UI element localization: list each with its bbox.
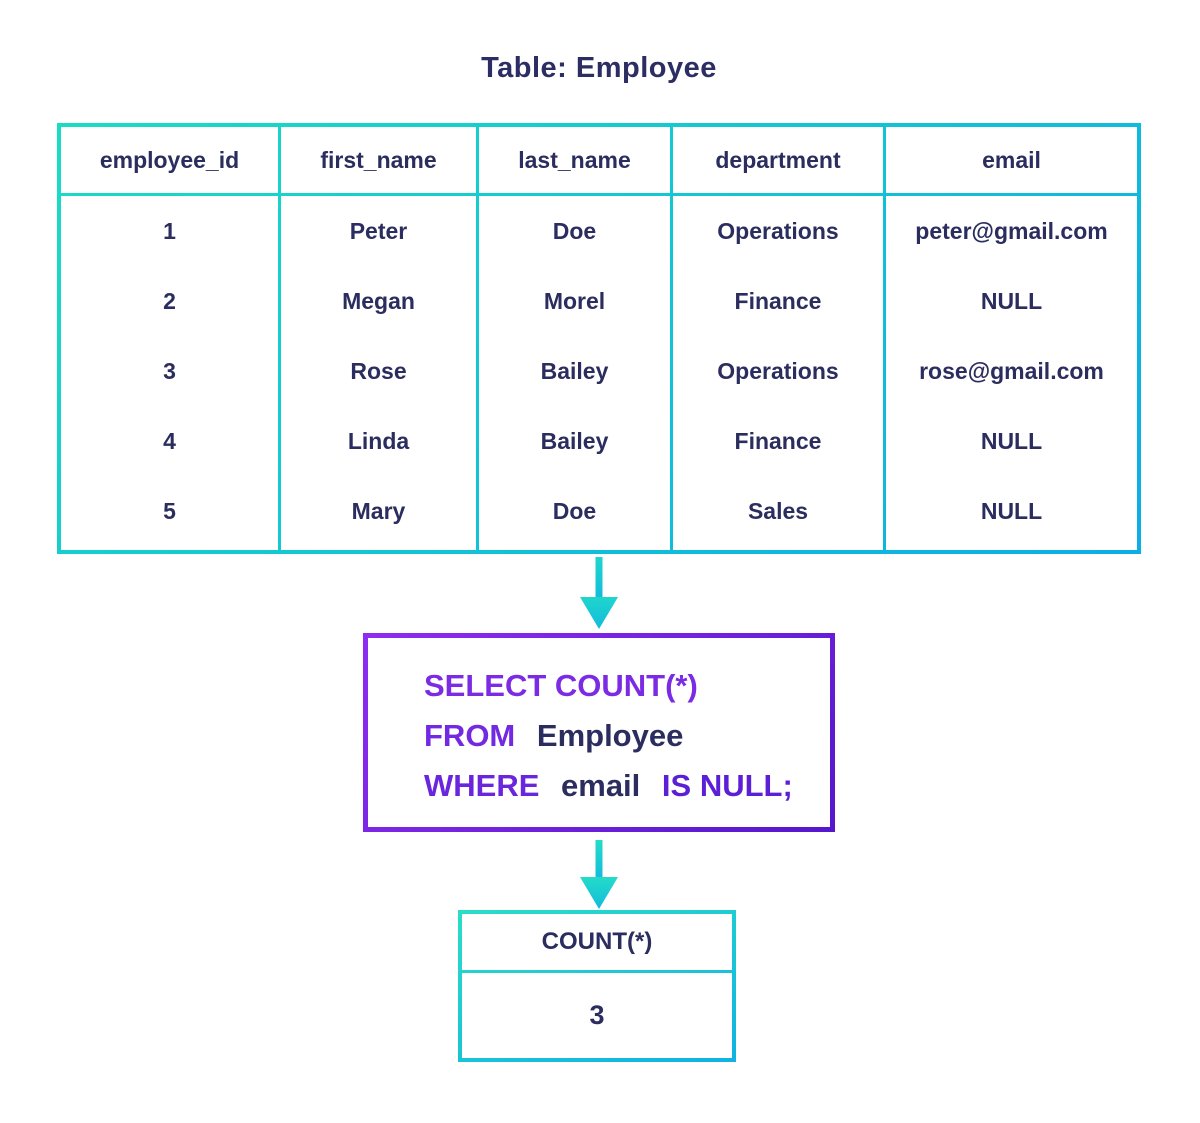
sql-query-box: SELECT COUNT(*) FROM Employee WHERE emai… [363, 633, 835, 832]
column-header-email: email [886, 127, 1137, 193]
table-cell: Bailey [540, 357, 609, 384]
sql-line: FROM Employee [424, 711, 820, 761]
table-cell: peter@gmail.com [915, 217, 1108, 244]
column-header-employee-id: employee_id [61, 127, 278, 193]
table-cell: Rose [350, 357, 407, 384]
table-cell: Peter [349, 217, 408, 244]
table-cell: Megan [342, 287, 415, 314]
sql-keyword: IS NULL; [661, 768, 793, 803]
table-cell: rose@gmail.com [919, 357, 1104, 384]
table-title: Table: Employee [481, 52, 717, 84]
sql-keyword: WHERE [424, 768, 540, 803]
result-header: COUNT(*) [462, 914, 732, 970]
table-cell: 5 [163, 497, 176, 524]
table-cell: Operations [717, 217, 839, 244]
table-cell: Linda [347, 427, 410, 454]
column-email: peter@gmail.com NULL rose@gmail.com NULL… [886, 196, 1137, 550]
table-cell: NULL [980, 287, 1043, 314]
arrow-down-icon [580, 840, 618, 909]
table-cell: Bailey [540, 427, 609, 454]
column-department: Operations Finance Operations Finance Sa… [673, 196, 883, 550]
table-cell: 1 [163, 217, 176, 244]
column-header-department: department [673, 127, 883, 193]
table-cell: Sales [747, 497, 809, 524]
table-cell: Doe [552, 217, 597, 244]
sql-line: WHERE email IS NULL; [424, 761, 820, 811]
table-cell: Mary [351, 497, 406, 524]
table-cell: Doe [552, 497, 597, 524]
table-cell: 3 [163, 357, 176, 384]
result-table: COUNT(*) 3 [458, 910, 736, 1062]
column-last-name: Doe Morel Bailey Bailey Doe [479, 196, 670, 550]
arrow-down-icon [580, 557, 618, 629]
result-value: 3 [462, 973, 732, 1058]
sql-keyword: SELECT COUNT(*) [424, 668, 698, 703]
table-cell: Finance [734, 427, 822, 454]
table-cell: NULL [980, 427, 1043, 454]
table-cell: 2 [163, 287, 176, 314]
table-cell: Morel [543, 287, 606, 314]
table-cell: Finance [734, 287, 822, 314]
column-employee-id: 1 2 3 4 5 [61, 196, 278, 550]
table-cell: NULL [980, 497, 1043, 524]
table-cell: Operations [717, 357, 839, 384]
sql-identifier: email [561, 768, 641, 803]
sql-line: SELECT COUNT(*) [424, 661, 820, 711]
column-first-name: Peter Megan Rose Linda Mary [281, 196, 476, 550]
sql-keyword: FROM [424, 718, 516, 753]
table-cell: 4 [163, 427, 176, 454]
employee-table: employee_id first_name last_name departm… [57, 123, 1141, 554]
sql-identifier: Employee [536, 718, 684, 753]
column-header-first-name: first_name [281, 127, 476, 193]
column-header-last-name: last_name [479, 127, 670, 193]
